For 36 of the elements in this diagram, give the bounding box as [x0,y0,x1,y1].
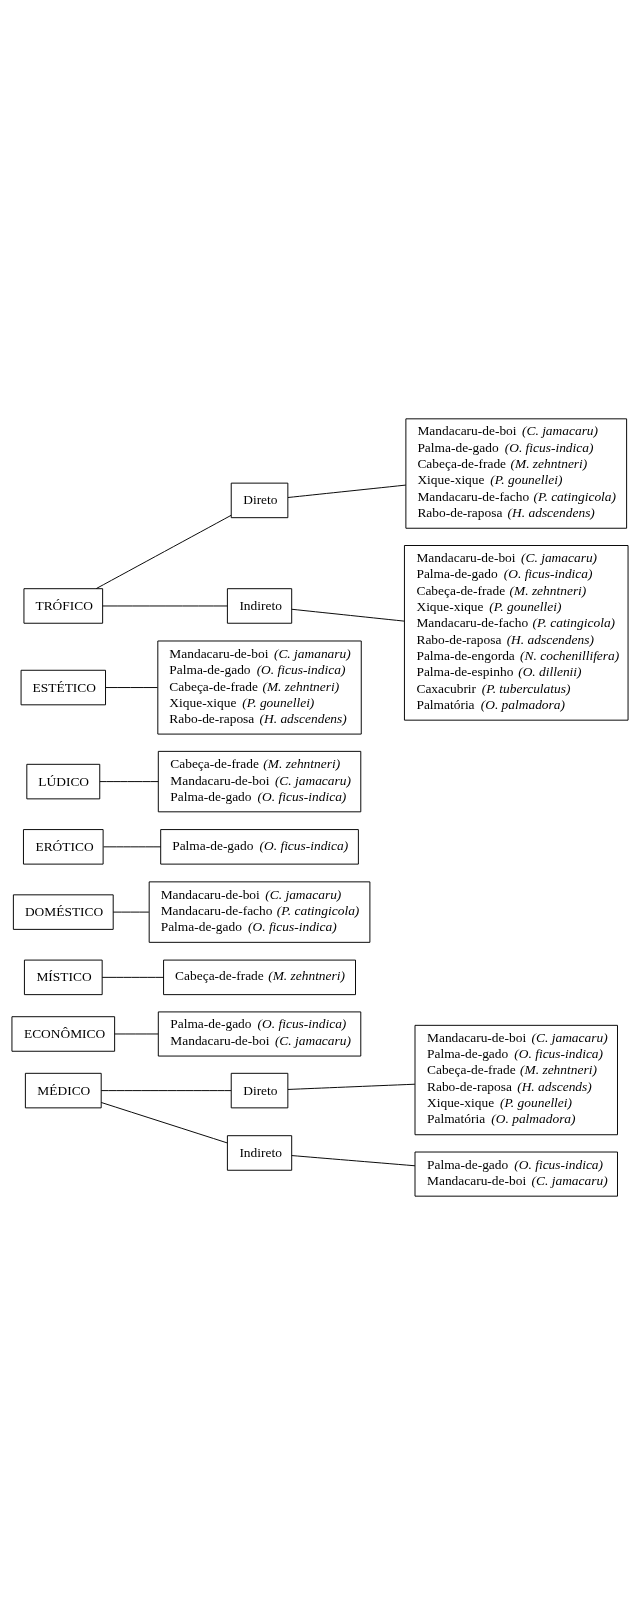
connector [291,1155,416,1167]
connector [99,781,159,783]
node-box: Mandacaru-de-boi (C. jamanaru) Palma-de-gado (O. ficus-indica) Cabeça-de-frade (M. zehntneri) Xique-xique (P. gounellei) Rabo-de-raposa (H. adscendens) [157,640,362,735]
connector [102,605,228,607]
node-box: Palma-de-gado (O. ficus-indica) Mandacaru-de-boi (C. jamacaru) [414,1151,618,1197]
connector [287,1083,416,1090]
node-box: MÉDICO [24,1072,102,1109]
node-box: Mandacaru-de-boi (C. jamacaru) Mandacaru-de-facho (P. catingicola) Palma-de-gado (O. ficus-indica) [148,881,371,943]
connector [100,1090,232,1092]
node-box: Direto [230,482,289,519]
connector [112,911,150,913]
connector [100,1102,228,1144]
connector [105,687,158,688]
connector [103,846,162,848]
connector [101,976,164,978]
node-box: Indireto [226,588,293,624]
connector [287,484,407,498]
node-box: MÍSTICO [23,959,103,996]
node-box: Cabeça-de-frade (M. zehntneri) Mandacaru-de-boi (C. jamacaru) Palma-de-gado (O. ficus-indica) [157,750,362,813]
node-box: DOMÉSTICO [12,894,114,930]
connector [114,1033,159,1035]
node-box: Mandacaru-de-boi (C. jamacaru) Palma-de-gado (O. ficus-indica) Cabeça-de-frade (M. zehntneri) Rabo-de-raposa (H. adscends) Xique-xique (P. gounellei) Palmatória (O. palmadora) [414,1024,618,1136]
node-box: Palma-de-gado (O. ficus-indica) [160,829,359,865]
node-box: Mandacaru-de-boi (C. jamacaru) Palma-de-gado (O. ficus-indica) Cabeça-de-frade (M. zehntneri) Xique-xique (P. gounellei) Mandacaru-de-facho (P. catingicola) Rabo-de-raposa (H. adscendens) Palma-de-engorda (N. cochenillifera) Palma-de-espinho (O. dillenii) Caxacubrir (P. tuberculatus) Palmatória (O. palmadora) [403,545,629,721]
node-box: ERÓTICO [23,829,104,865]
node-box: Palma-de-gado (O. ficus-indica) Mandacaru-de-boi (C. jamacaru) [157,1011,362,1057]
node-box: Mandacaru-de-boi (C. jamacaru) Palma-de-gado (O. ficus-indica) Cabeça-de-frade (M. zehntneri) Xique-xique (P. gounellei) Mandacaru-de-facho (P. catingicola) Rabo-de-raposa (H. adscendens) [405,418,628,529]
connector [291,608,405,622]
node-box: TRÓFICO [23,588,104,624]
node-box: Cabeça-de-frade (M. zehntneri) [163,959,356,996]
node-box: ESTÉTICO [20,669,106,706]
node-box: Direto [230,1072,289,1109]
node-box: Indireto [226,1135,293,1171]
node-box: LÚDICO [26,763,101,800]
connector [95,514,232,589]
node-box: ECONÔMICO [11,1016,116,1052]
